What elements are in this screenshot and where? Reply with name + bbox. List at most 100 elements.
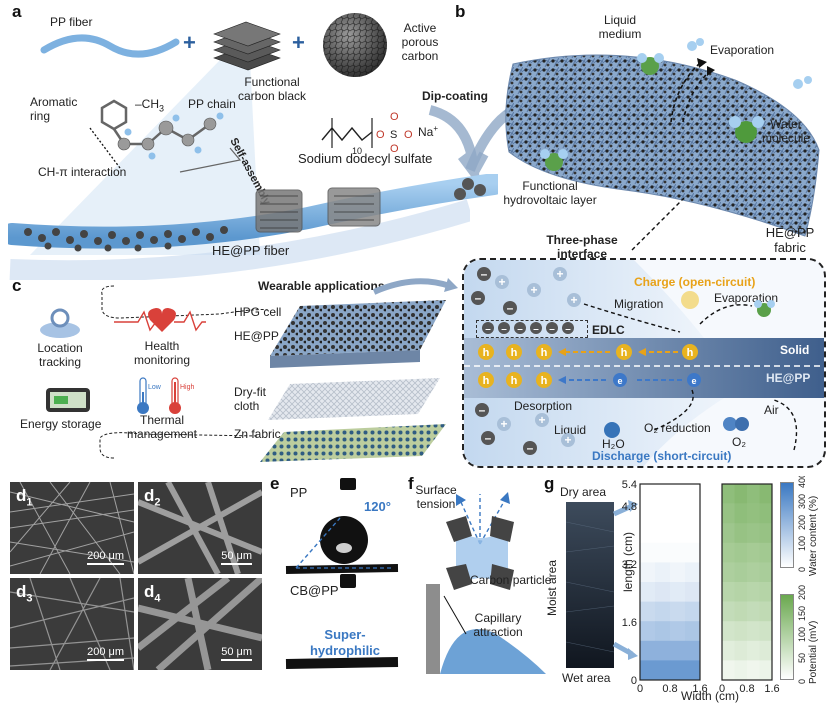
heatmap-cell	[640, 621, 655, 641]
water-molecules-icon	[530, 36, 820, 186]
svg-text:–: –	[501, 324, 507, 335]
heatmap-cell	[760, 562, 773, 582]
dip-coating-arrows	[400, 80, 520, 180]
heatmap-cell	[747, 523, 760, 543]
colorbar-tick-label: 200	[797, 585, 807, 600]
carbon-particle-label: Carbon particle	[470, 574, 551, 588]
sem-image-d2: d2 50 μm	[138, 482, 262, 574]
plus-sign-1: +	[183, 30, 196, 55]
heatmap-cell	[640, 543, 655, 563]
svg-text:O: O	[390, 111, 399, 123]
sem-tag-d1: d1	[16, 486, 33, 508]
heatmap-cell	[670, 641, 685, 661]
he-pp-fabric-label: HE@PP fabric	[760, 226, 820, 256]
heatmap-cell	[670, 562, 685, 582]
heatmap-cell	[735, 504, 748, 524]
scale-bar-d4: 50 μm	[221, 646, 252, 661]
zn-fabric-label: Zn fabric	[234, 428, 281, 442]
heatmap-cell	[735, 543, 748, 563]
svg-text:h: h	[483, 347, 490, 359]
colorbar-tick-label: 0	[797, 567, 807, 572]
heatmap-cell	[670, 602, 685, 622]
heatmap-cell	[760, 484, 773, 504]
heatmap-cell	[655, 641, 670, 661]
heart-icon	[112, 300, 208, 338]
x-tick-label: 0	[719, 683, 725, 695]
svg-text:+: +	[538, 413, 545, 427]
colorbar-tick-label: 300	[797, 494, 807, 509]
heatmap-cell	[722, 562, 735, 582]
x-tick-label: 0	[637, 683, 643, 695]
heatmap-cell	[685, 484, 700, 504]
scale-bar-d1: 200 μm	[87, 550, 124, 565]
heatmap-cell	[747, 660, 760, 680]
heatmap-cell	[655, 582, 670, 602]
functional-layer-label: Functional hydrovoltaic layer	[498, 180, 602, 208]
heatmap-cell	[640, 582, 655, 602]
svg-text:+: +	[556, 267, 563, 281]
x-tick-label: 0.8	[662, 683, 677, 695]
plus-sign-2: +	[292, 30, 305, 55]
svg-text:–: –	[485, 431, 492, 445]
hydrophilic-label: hydrophilic	[300, 644, 390, 659]
heatmap-cell	[655, 660, 670, 680]
pp-fiber-label: PP fiber	[50, 16, 92, 30]
heatmap-cell	[685, 602, 700, 622]
heatmap-cell	[655, 504, 670, 524]
thermal-low-label: Low	[148, 384, 161, 392]
svg-text:S: S	[390, 129, 397, 141]
heatmap-cell	[655, 621, 670, 641]
svg-text:h: h	[511, 375, 518, 387]
svg-text:h: h	[541, 375, 548, 387]
heatmap-cell	[747, 504, 760, 524]
svg-text:–: –	[507, 301, 514, 315]
panel-label-b: b	[455, 2, 465, 22]
colorbar-tick-label: 200	[797, 515, 807, 530]
svg-text:–: –	[481, 267, 488, 281]
heatmap-potential	[722, 484, 772, 680]
phone-icon	[44, 382, 94, 418]
panel-label-e: e	[270, 474, 279, 494]
heatmap-cell	[670, 484, 685, 504]
y-tick-label: 1.6	[622, 617, 637, 629]
location-icon	[38, 306, 82, 340]
heatmap-cell	[760, 504, 773, 524]
three-phase-pointer	[628, 194, 688, 254]
svg-text:h: h	[483, 375, 490, 387]
svg-text:+: +	[570, 293, 577, 307]
heatmap-cell	[685, 582, 700, 602]
svg-text:+: +	[500, 417, 507, 431]
heatmap-cell	[760, 543, 773, 563]
heatmap-cell	[760, 523, 773, 543]
svg-text:h: h	[541, 347, 548, 359]
heatmap-cell	[670, 660, 685, 680]
svg-text:–: –	[475, 291, 482, 305]
svg-text:+: +	[530, 283, 537, 297]
heatmap-cell	[747, 543, 760, 563]
heatmap-cell	[685, 543, 700, 563]
pp-fiber-icon	[40, 28, 180, 68]
sem-tag-d2: d2	[144, 486, 161, 508]
water-molecule-label: Water molecule	[760, 118, 812, 146]
heatmap-cell	[655, 523, 670, 543]
colorbar-tick-label: 50	[797, 653, 807, 663]
heatmap-cell	[722, 543, 735, 563]
ch3-text: –CH	[135, 97, 159, 111]
heatmap-cell	[722, 660, 735, 680]
wet-area-label: Wet area	[562, 672, 610, 686]
x-tick-label: 1.6	[764, 683, 779, 695]
heatmap-cell	[655, 484, 670, 504]
fabric-photo	[566, 502, 614, 668]
heatmap-cell	[722, 504, 735, 524]
dry-fit-label: Dry-fit cloth	[234, 386, 276, 414]
heatmap-cell	[735, 523, 748, 543]
y-tick-label: 4.8	[622, 501, 637, 513]
heatmap-cell	[685, 641, 700, 661]
thermal-label: Thermal management	[120, 414, 204, 442]
svg-text:–: –	[479, 403, 486, 417]
heatmap-cell	[747, 621, 760, 641]
contact-angle-label: 120°	[364, 500, 391, 515]
y-tick-label: 0	[631, 675, 637, 687]
heatmap-cell	[760, 582, 773, 602]
colorbar-ticks: 0100200300400050100150200	[794, 476, 814, 686]
